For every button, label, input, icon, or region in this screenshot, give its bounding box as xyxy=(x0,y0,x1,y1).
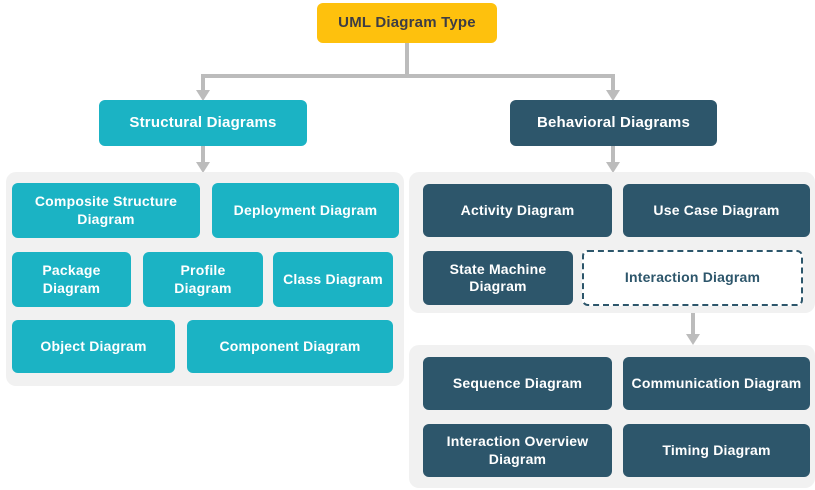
group-structural-diagrams: Composite Structure Diagram Deployment D… xyxy=(6,172,404,386)
node-deployment-diagram: Deployment Diagram xyxy=(212,183,399,238)
node-state-machine-diagram: State Machine Diagram xyxy=(423,251,573,305)
node-behavioral-diagrams: Behavioral Diagrams xyxy=(510,100,717,146)
node-timing-diagram: Timing Diagram xyxy=(623,424,810,477)
node-use-case-diagram: Use Case Diagram xyxy=(623,184,810,237)
node-component-diagram: Component Diagram xyxy=(187,320,393,373)
node-object-diagram: Object Diagram xyxy=(12,320,175,373)
node-structural-diagrams: Structural Diagrams xyxy=(99,100,307,146)
node-class-diagram: Class Diagram xyxy=(273,252,393,307)
group-behavioral-diagrams: Activity Diagram Use Case Diagram State … xyxy=(409,172,815,313)
node-package-diagram: Package Diagram xyxy=(12,252,131,307)
node-profile-diagram: Profile Diagram xyxy=(143,252,263,307)
node-activity-diagram: Activity Diagram xyxy=(423,184,612,237)
node-interaction-overview-diagram: Interaction Overview Diagram xyxy=(423,424,612,477)
node-composite-structure-diagram: Composite Structure Diagram xyxy=(12,183,200,238)
group-interaction-diagrams: Sequence Diagram Communication Diagram I… xyxy=(409,345,815,488)
node-interaction-diagram: Interaction Diagram xyxy=(582,250,803,306)
arrowhead-interaction-group xyxy=(686,334,700,345)
node-sequence-diagram: Sequence Diagram xyxy=(423,357,612,410)
node-uml-diagram-type: UML Diagram Type xyxy=(317,3,497,43)
node-communication-diagram: Communication Diagram xyxy=(623,357,810,410)
